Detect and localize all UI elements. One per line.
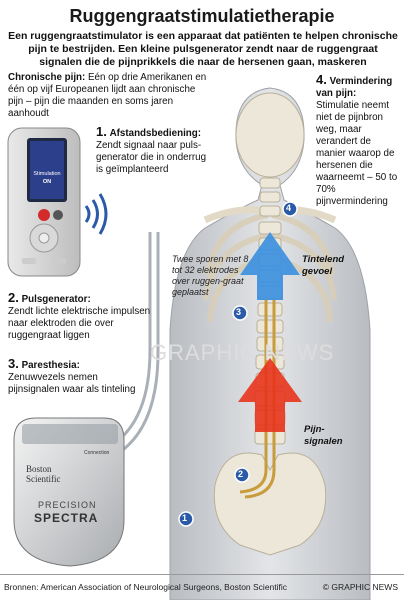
tingling-label: Tintelend gevoel xyxy=(302,254,345,277)
badge-1: 1 xyxy=(182,513,188,523)
generator-brand: Boston Scientific xyxy=(26,464,61,484)
step-1-block: 1. Afstandsbediening: Zendt signaal naar… xyxy=(96,124,207,175)
electrode-leads xyxy=(239,300,276,499)
generator-connection: Connection xyxy=(84,450,110,456)
tingling-arrow xyxy=(240,232,300,300)
watermark: GRAPHIC NEWS xyxy=(150,340,335,365)
generator-model2: SPECTRA xyxy=(34,511,99,525)
page-title: Ruggengraatstimulatietherapie xyxy=(69,6,335,26)
step-badges xyxy=(178,201,298,527)
intro-text: Een ruggengraatstimulator is een apparaa… xyxy=(8,30,398,68)
generator-model1: PRECISION xyxy=(38,500,97,510)
footer: Bronnen: American Association of Neurolo… xyxy=(0,574,404,600)
remote-control xyxy=(7,127,81,277)
chronic-pain-block: Chronische pijn: Eén op drie Amerikanen … xyxy=(8,72,207,119)
badge-2: 2 xyxy=(238,469,244,479)
step-2-block: 2. Pulsgenerator: Zendt lichte elektrisc… xyxy=(8,290,151,341)
wireless-icon xyxy=(84,193,108,235)
sources: Bronnen: American Association of Neurolo… xyxy=(4,582,288,592)
pain-arrow xyxy=(238,358,302,432)
pulse-generator xyxy=(13,417,125,567)
remote-screen-text: Stimulation ON xyxy=(33,171,61,185)
step-4-block: 4. Vermindering van pijn: Stimulatie nee… xyxy=(316,72,398,207)
credit: © GRAPHIC NEWS xyxy=(322,582,398,592)
skull xyxy=(235,92,305,178)
badge-4: 4 xyxy=(286,203,292,213)
electrode-note: Twee sporen met 8 tot 32 elektrodes over… xyxy=(172,254,249,297)
badge-3: 3 xyxy=(236,307,242,317)
step-3-block: 3. Paresthesia: Zenuwvezels nemen pijnsi… xyxy=(8,356,136,395)
pain-label: Pijn-signalen xyxy=(304,424,343,447)
rib-cage xyxy=(203,212,337,323)
